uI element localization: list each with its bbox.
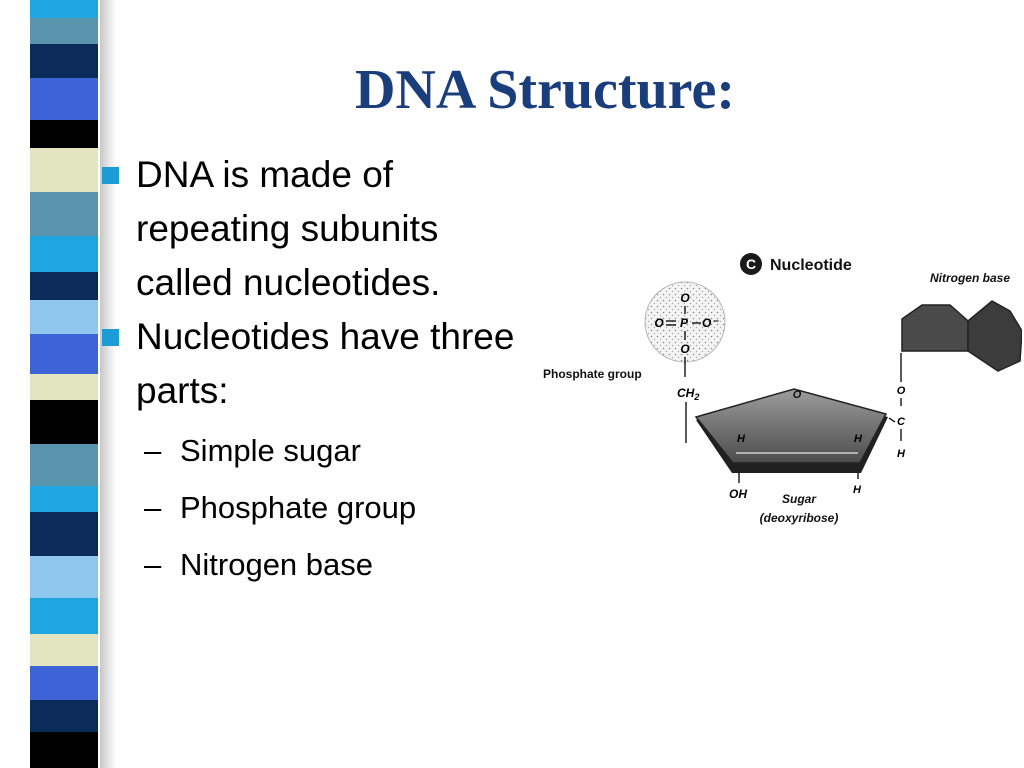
nitrogen-base-label: Nitrogen base — [930, 271, 1010, 285]
dash-marker: – — [144, 433, 162, 468]
base-linker-h: H — [897, 448, 906, 460]
dash-marker: – — [144, 490, 162, 525]
base-linker-o: O — [897, 385, 906, 397]
phosphate-group-label: Phosphate group — [543, 367, 642, 381]
section-badge-icon — [740, 253, 762, 275]
sugar-ring-top — [694, 388, 888, 464]
base-linker-bond — [888, 417, 896, 423]
nitrogen-base-ring-large — [967, 300, 1022, 372]
stripe-block — [30, 78, 98, 120]
stripe-block — [30, 148, 98, 192]
stripe-block — [30, 512, 98, 556]
phosphate-o-bottom: O — [680, 342, 690, 356]
stripe-block — [30, 732, 98, 768]
stripe-block — [30, 634, 98, 666]
square-bullet-icon — [102, 167, 119, 184]
bullet-text: DNA is made of repeating subunits called… — [136, 154, 441, 303]
stripe-block — [30, 192, 98, 236]
sub-bullet-item: –Simple sugar — [136, 422, 540, 479]
ring-h-right: H — [854, 433, 863, 445]
stripe-block — [30, 44, 98, 78]
base-linker-c: C — [897, 416, 906, 428]
phosphate-o-left: O — [654, 316, 664, 330]
stripe-block — [30, 0, 98, 18]
ch2-label: CH2 — [677, 386, 699, 402]
stripe-block — [30, 374, 98, 400]
stripe-block — [30, 598, 98, 634]
bullet-text: Nucleotides have three parts: — [136, 316, 515, 411]
stripe-block — [30, 120, 98, 148]
ch2-text: CH — [677, 386, 695, 400]
stripe-block — [30, 486, 98, 512]
diagram-heading: Nucleotide — [770, 257, 852, 274]
stripe-block — [30, 334, 98, 374]
phosphorus-atom: P — [680, 316, 689, 330]
stripe-block — [30, 400, 98, 444]
badge-letter: C — [746, 256, 756, 272]
stripe-block — [30, 272, 98, 300]
hydroxyl-label: OH — [729, 487, 747, 501]
square-bullet-icon — [102, 329, 119, 346]
phosphate-o-minus: O⁻ — [702, 316, 719, 330]
bullet-item: DNA is made of repeating subunits called… — [100, 148, 540, 310]
sugar-sublabel: (deoxyribose) — [760, 511, 839, 525]
phosphate-o-top: O — [680, 291, 690, 305]
ring-h-left: H — [737, 433, 746, 445]
stripe-block — [30, 300, 98, 334]
sub-bullet-text: Phosphate group — [180, 490, 417, 525]
sub-bullet-item: –Phosphate group — [136, 479, 540, 536]
dash-marker: – — [144, 547, 162, 582]
nitrogen-base-ring-small — [901, 304, 969, 352]
ring-oxygen: O — [793, 389, 802, 401]
sub-bullet-list: –Simple sugar –Phosphate group –Nitrogen… — [136, 422, 540, 593]
ch2-subscript: 2 — [693, 392, 699, 402]
stripe-shadow — [100, 0, 116, 768]
nucleotide-diagram: C Nucleotide O O P O⁻ O Phosphate group … — [543, 253, 1022, 525]
bullet-list: DNA is made of repeating subunits called… — [100, 148, 540, 593]
stripe-block — [30, 700, 98, 732]
bottom-h-label: H — [853, 484, 862, 496]
sub-bullet-text: Nitrogen base — [180, 547, 374, 582]
stripe-block — [30, 236, 98, 272]
sugar-label: Sugar — [782, 492, 817, 506]
stripe-block — [30, 666, 98, 700]
stripe-block — [30, 18, 98, 44]
sub-bullet-text: Simple sugar — [180, 433, 361, 468]
decorative-stripe — [30, 0, 98, 768]
stripe-block — [30, 444, 98, 486]
slide-title: DNA Structure: — [354, 59, 736, 121]
bullet-item: Nucleotides have three parts: –Simple su… — [100, 310, 540, 593]
stripe-block — [30, 556, 98, 598]
sub-bullet-item: –Nitrogen base — [136, 536, 540, 593]
